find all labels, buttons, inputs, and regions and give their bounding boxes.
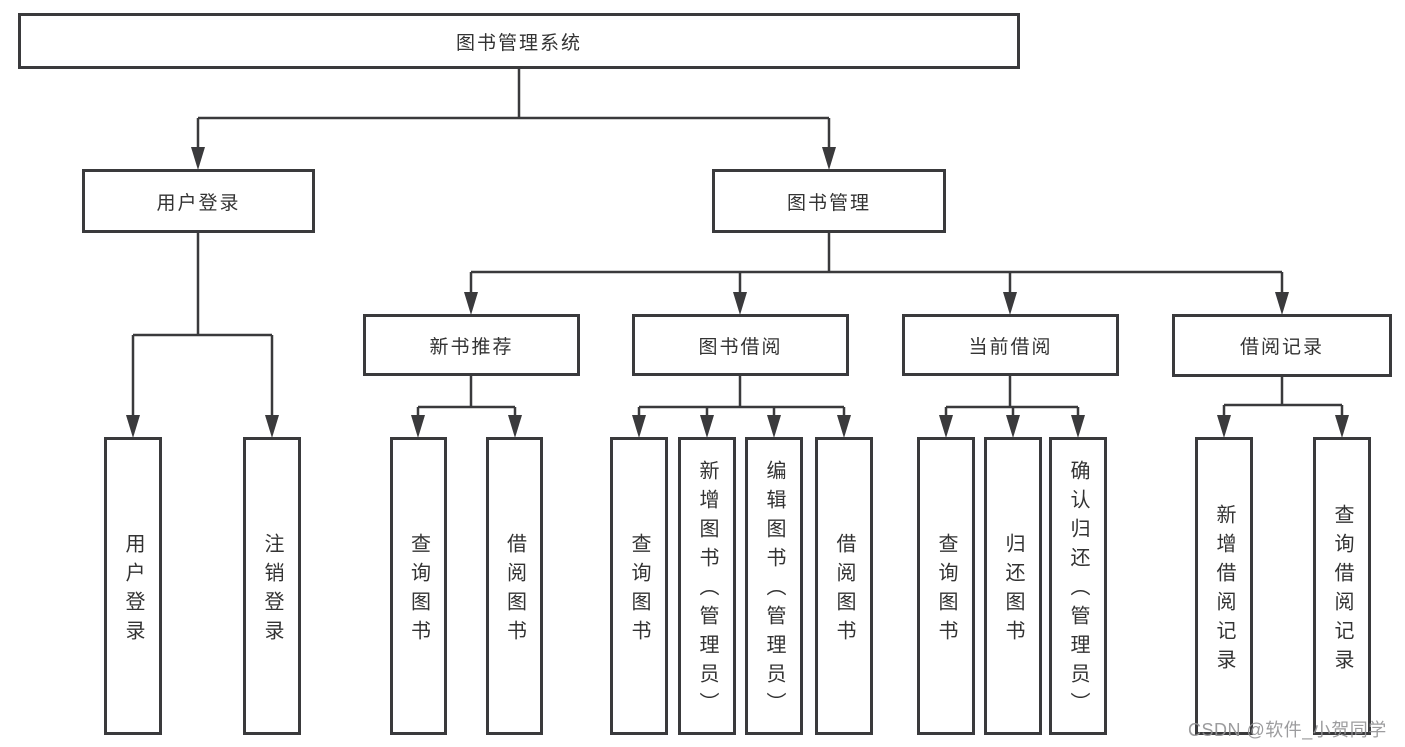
- leaf-query-books-current: 查询图书: [917, 437, 975, 735]
- leaf-borrow-books-recommend: 借阅图书: [486, 437, 543, 735]
- node-label: 查询图书: [407, 532, 430, 649]
- node-label: 图书管理: [786, 192, 871, 214]
- node-label: 借阅图书: [833, 532, 855, 649]
- node-label: 用户登录: [156, 192, 241, 214]
- leaf-query-books-recommend: 查询图书: [390, 437, 447, 735]
- node-book-borrow: 图书借阅: [632, 314, 849, 376]
- arrow-icon: [937, 413, 955, 440]
- node-label: 新增图书（管理员）: [696, 460, 718, 721]
- leaf-add-books-admin: 新增图书（管理员）: [678, 437, 736, 735]
- connector-root-to-level2: [196, 69, 831, 162]
- csdn-watermark: CSDN @软件_小贺同学: [1188, 720, 1387, 740]
- node-label: 借阅记录: [1239, 337, 1324, 358]
- connector-records-group: [1222, 376, 1344, 430]
- arrow-icon: [263, 413, 281, 440]
- leaf-logout: 注销登录: [243, 437, 301, 735]
- arrow-icon: [1069, 413, 1087, 440]
- arrow-icon: [506, 413, 524, 440]
- node-label: 用户登录: [122, 532, 144, 649]
- arrow-icon: [835, 413, 853, 440]
- node-label: 注销登录: [261, 532, 283, 649]
- node-label: 图书管理系统: [455, 32, 582, 54]
- arrow-icon: [698, 413, 716, 440]
- connector-recommend-group: [416, 376, 517, 430]
- leaf-user-login: 用户登录: [104, 437, 162, 735]
- arrow-icon: [462, 290, 480, 317]
- node-borrow-records: 借阅记录: [1172, 314, 1392, 377]
- leaf-return-books: 归还图书: [984, 437, 1042, 735]
- arrow-icon: [1001, 290, 1019, 317]
- leaf-query-books-borrow: 查询图书: [610, 437, 668, 735]
- leaf-borrow-books: 借阅图书: [815, 437, 873, 735]
- node-new-book-recommend: 新书推荐: [363, 314, 580, 376]
- node-label: 图书借阅: [698, 336, 783, 358]
- node-label: 查询借阅记录: [1331, 503, 1353, 678]
- arrow-icon: [765, 413, 783, 440]
- connector-login-group: [131, 233, 274, 430]
- node-label: 查询图书: [935, 532, 957, 649]
- arrow-icon: [731, 290, 749, 317]
- node-label: 查询图书: [628, 532, 650, 649]
- node-label: 归还图书: [1002, 532, 1024, 649]
- connector-borrow-group: [637, 376, 846, 430]
- arrow-icon: [630, 413, 648, 440]
- node-label: 新书推荐: [429, 336, 514, 358]
- arrow-icon: [1215, 413, 1233, 440]
- arrow-icon: [124, 413, 142, 440]
- leaf-query-borrow-record: 查询借阅记录: [1313, 437, 1371, 735]
- node-label: 确认归还（管理员）: [1067, 460, 1089, 721]
- node-current-borrow: 当前借阅: [902, 314, 1119, 376]
- leaf-edit-books-admin: 编辑图书（管理员）: [745, 437, 803, 735]
- node-label: 当前借阅: [968, 336, 1053, 358]
- leaf-add-borrow-record: 新增借阅记录: [1195, 437, 1253, 735]
- node-label: 借阅图书: [503, 532, 526, 649]
- leaf-confirm-return-admin: 确认归还（管理员）: [1049, 437, 1107, 735]
- arrow-icon: [409, 413, 427, 440]
- connector-management-to-level3: [469, 233, 1284, 307]
- node-book-management: 图书管理: [712, 169, 946, 233]
- node-label: 新增借阅记录: [1213, 503, 1235, 678]
- arrow-icon: [1273, 290, 1291, 317]
- arrow-icon: [1004, 413, 1022, 440]
- node-system-root: 图书管理系统: [18, 13, 1020, 69]
- arrow-icon: [189, 145, 207, 172]
- arrow-icon: [820, 145, 838, 172]
- node-label: 编辑图书（管理员）: [763, 460, 785, 721]
- node-user-login: 用户登录: [82, 169, 315, 233]
- arrow-icon: [1333, 413, 1351, 440]
